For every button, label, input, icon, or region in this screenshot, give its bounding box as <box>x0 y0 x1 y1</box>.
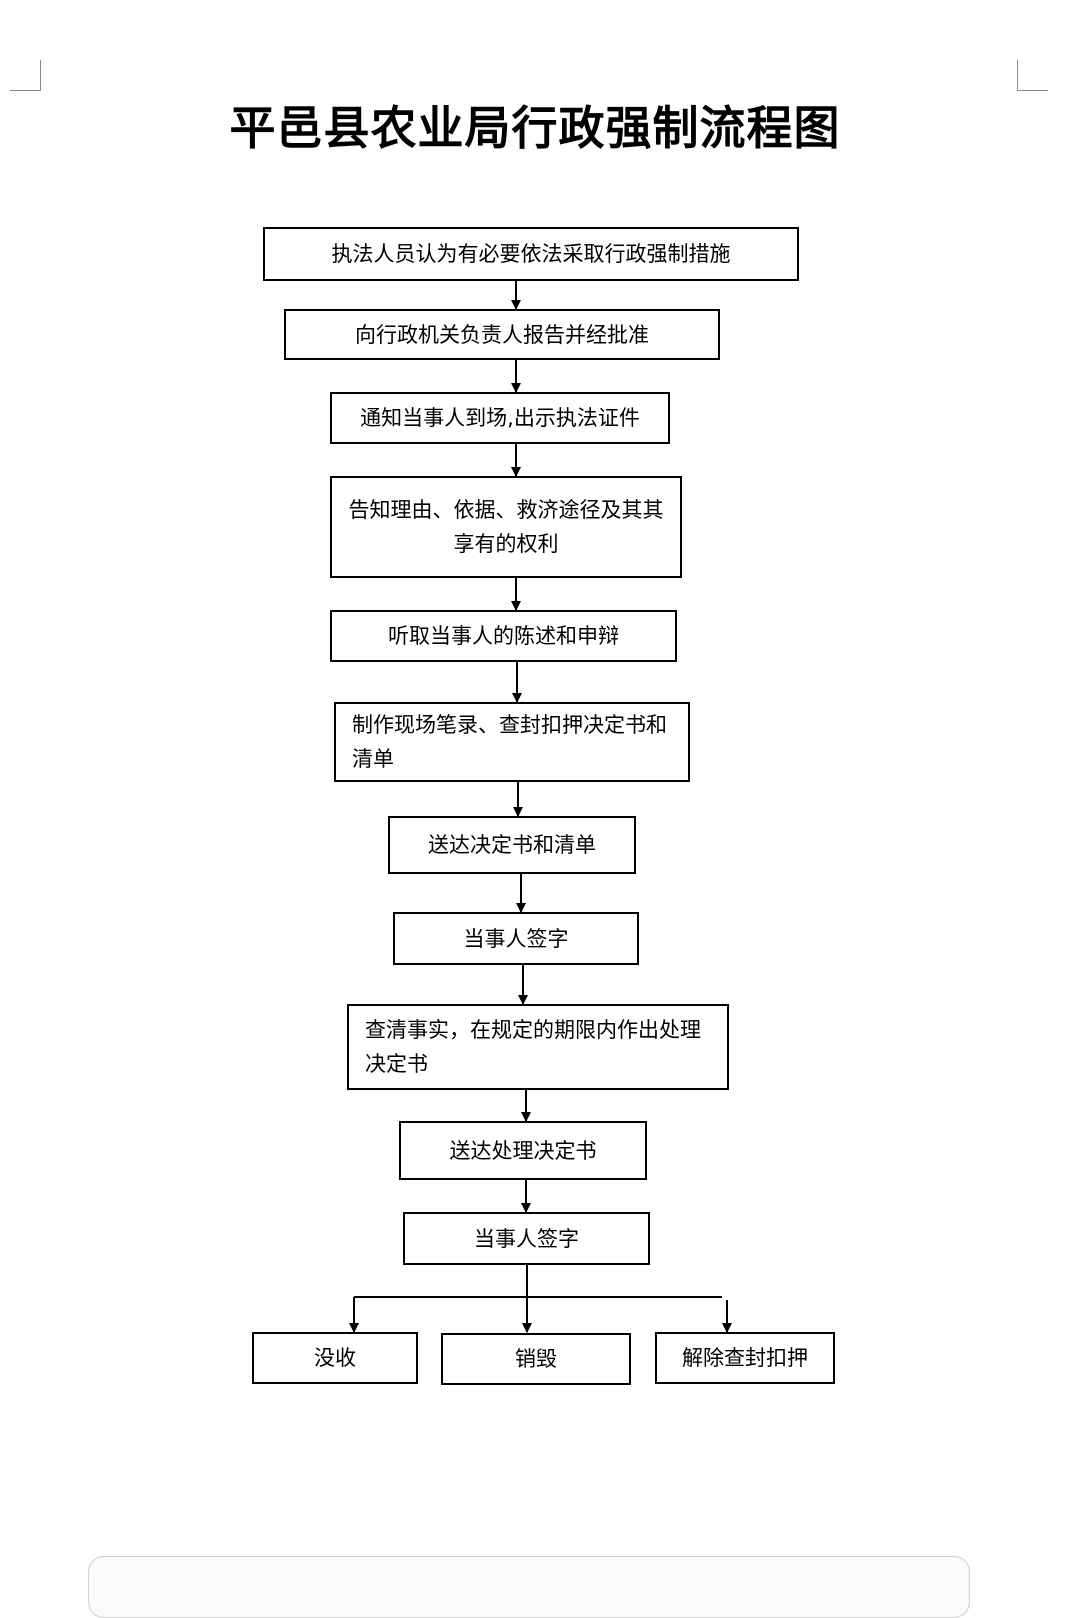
page-corner-mark-top-left <box>10 60 41 91</box>
outcome-text-destroy: 销毁 <box>515 1347 557 1371</box>
step-box-8: 当事人签字 <box>393 912 639 965</box>
step-box-1: 执法人员认为有必要依法采取行政强制措施 <box>263 227 799 281</box>
outcome-box-confiscate: 没收 <box>252 1332 418 1384</box>
outcome-text-confiscate: 没收 <box>314 1346 356 1370</box>
step-box-9: 查清事实，在规定的期限内作出处理决定书 <box>347 1004 729 1090</box>
step-text-9: 查清事实，在规定的期限内作出处理决定书 <box>365 1018 701 1076</box>
step-box-10: 送达处理决定书 <box>399 1121 647 1180</box>
step-text-10: 送达处理决定书 <box>449 1138 597 1163</box>
step-text-6: 制作现场笔录、查封扣押决定书和清单 <box>352 713 667 771</box>
step-box-3: 通知当事人到场,出示执法证件 <box>330 392 670 444</box>
step-text-3: 通知当事人到场,出示执法证件 <box>360 406 640 430</box>
step-box-6: 制作现场笔录、查封扣押决定书和清单 <box>334 702 690 782</box>
bottom-toolbar-edge <box>88 1556 970 1618</box>
step-text-1: 执法人员认为有必要依法采取行政强制措施 <box>331 242 731 266</box>
step-text-7: 送达决定书和清单 <box>428 833 596 857</box>
step-text-11: 当事人签字 <box>474 1226 579 1251</box>
step-box-5: 听取当事人的陈述和申辩 <box>330 610 677 662</box>
flow-arrows <box>349 281 732 1333</box>
step-box-7: 送达决定书和清单 <box>388 816 636 874</box>
outcome-text-release: 解除查封扣押 <box>682 1346 808 1370</box>
step-text-5: 听取当事人的陈述和申辩 <box>388 624 619 648</box>
step-text-4: 告知理由、依据、救济途径及其其享有的权利 <box>348 498 664 556</box>
step-text-8: 当事人签字 <box>463 926 569 951</box>
step-box-2: 向行政机关负责人报告并经批准 <box>284 309 720 360</box>
step-box-4: 告知理由、依据、救济途径及其其享有的权利 <box>330 476 682 578</box>
outcome-box-destroy: 销毁 <box>441 1333 631 1385</box>
page-title: 平邑县农业局行政强制流程图 <box>229 101 841 155</box>
outcome-box-release: 解除查封扣押 <box>655 1332 835 1384</box>
page-corner-mark-top-right <box>1017 60 1048 91</box>
step-box-11: 当事人签字 <box>403 1212 650 1265</box>
step-text-2: 向行政机关负责人报告并经批准 <box>355 322 649 347</box>
